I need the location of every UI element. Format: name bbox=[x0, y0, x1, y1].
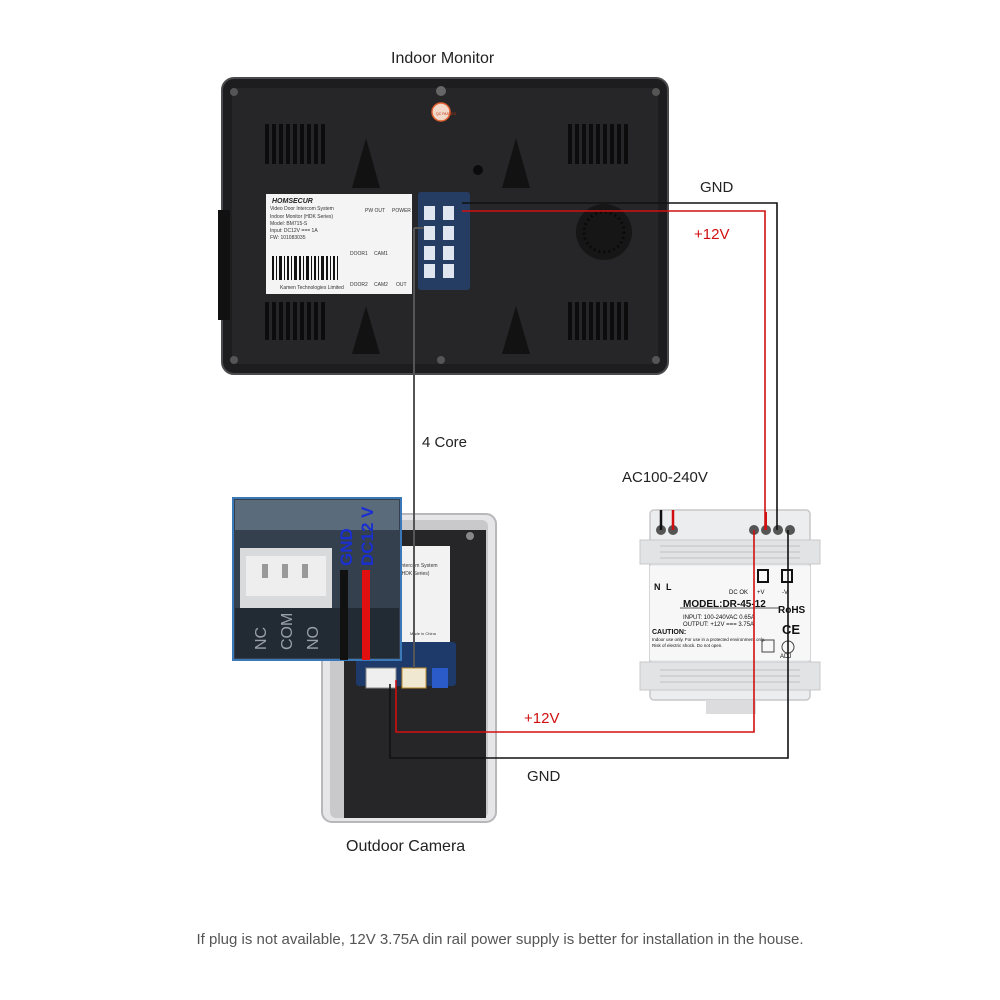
wiring bbox=[389, 202, 789, 759]
monitor-port-1: POWER bbox=[392, 208, 411, 214]
sticker-line4: Input: DC12V === 1A bbox=[270, 228, 318, 234]
gnd-bottom-label: GND bbox=[527, 768, 561, 785]
psu-terminal-n: N bbox=[654, 582, 661, 592]
plus12v-wire-top bbox=[462, 210, 766, 530]
sticker-brand: HOMSECUR bbox=[272, 198, 313, 205]
plus12v-top-label: +12V bbox=[694, 226, 730, 243]
psu-adj: ADJ bbox=[780, 654, 791, 660]
monitor-port-3: CAM1 bbox=[374, 251, 388, 257]
sticker-maker: Kamen Technologies Limited bbox=[280, 285, 344, 291]
psu-dc-ok: DC OK bbox=[729, 590, 748, 596]
monitor-port-5: CAM2 bbox=[374, 282, 388, 288]
outdoor-camera-title: Outdoor Camera bbox=[346, 838, 466, 855]
psu-caution-line2: Risk of electric shock. Do not open. bbox=[652, 643, 723, 648]
sticker-line3: Model: BM715-S bbox=[270, 221, 308, 227]
monitor-port-2: DOOR1 bbox=[350, 251, 368, 257]
psu-model: MODEL:DR-45-12 bbox=[683, 599, 766, 610]
inset-gnd-label: GND bbox=[337, 528, 356, 566]
inset-pin-no: NO bbox=[305, 626, 322, 650]
gnd-wire-bottom bbox=[389, 530, 789, 759]
psu-input-rating: INPUT: 100-240VAC 0.65A bbox=[683, 615, 755, 621]
sticker-line2: Indoor Monitor (HDK Series) bbox=[270, 214, 333, 220]
camera-sticker-line3: Made in China bbox=[410, 631, 437, 636]
monitor-port-6: OUT bbox=[396, 282, 407, 288]
gnd-wire-top bbox=[462, 202, 778, 530]
sticker-line1: Video Door Intercom System bbox=[270, 206, 334, 212]
footer-caption: If plug is not available, 12V 3.75A din … bbox=[196, 931, 804, 948]
four-core-label: 4 Core bbox=[422, 434, 468, 451]
monitor-port-4: DOOR2 bbox=[350, 282, 368, 288]
qc-seal-text: QC PASSED bbox=[436, 112, 457, 116]
psu-rohs: RoHS bbox=[778, 605, 806, 616]
inset-pin-nc: NC bbox=[253, 627, 270, 650]
plus12v-bottom-label: +12V bbox=[524, 710, 560, 727]
sticker-line5: FW: 101083035 bbox=[270, 235, 306, 241]
indoor-monitor bbox=[218, 77, 669, 375]
plus12v-wire-bottom bbox=[395, 530, 755, 733]
psu-output-rating: OUTPUT: +12V === 3.75A bbox=[683, 622, 754, 628]
monitor-port-0: PW OUT bbox=[365, 208, 385, 214]
indoor-monitor-title: Indoor Monitor bbox=[391, 50, 495, 67]
ac-input-label: AC100-240V bbox=[622, 469, 708, 486]
psu-plus-v: +V bbox=[757, 590, 765, 596]
psu-caution-title: CAUTION: bbox=[652, 629, 686, 636]
terminal-zoom-inset bbox=[232, 497, 402, 661]
camera-sticker-line1: Intercom System bbox=[400, 563, 438, 569]
psu-minus-v: -V bbox=[782, 590, 788, 596]
psu-caution-line1: Indoor use only. For use in a protected … bbox=[652, 637, 765, 642]
psu-terminal-l: L bbox=[666, 582, 672, 592]
psu-ce-mark: CE bbox=[782, 622, 800, 637]
inset-dc12v-label: DC12 V bbox=[358, 506, 377, 566]
inset-pin-com: COM bbox=[279, 613, 296, 650]
gnd-top-label: GND bbox=[700, 179, 734, 196]
